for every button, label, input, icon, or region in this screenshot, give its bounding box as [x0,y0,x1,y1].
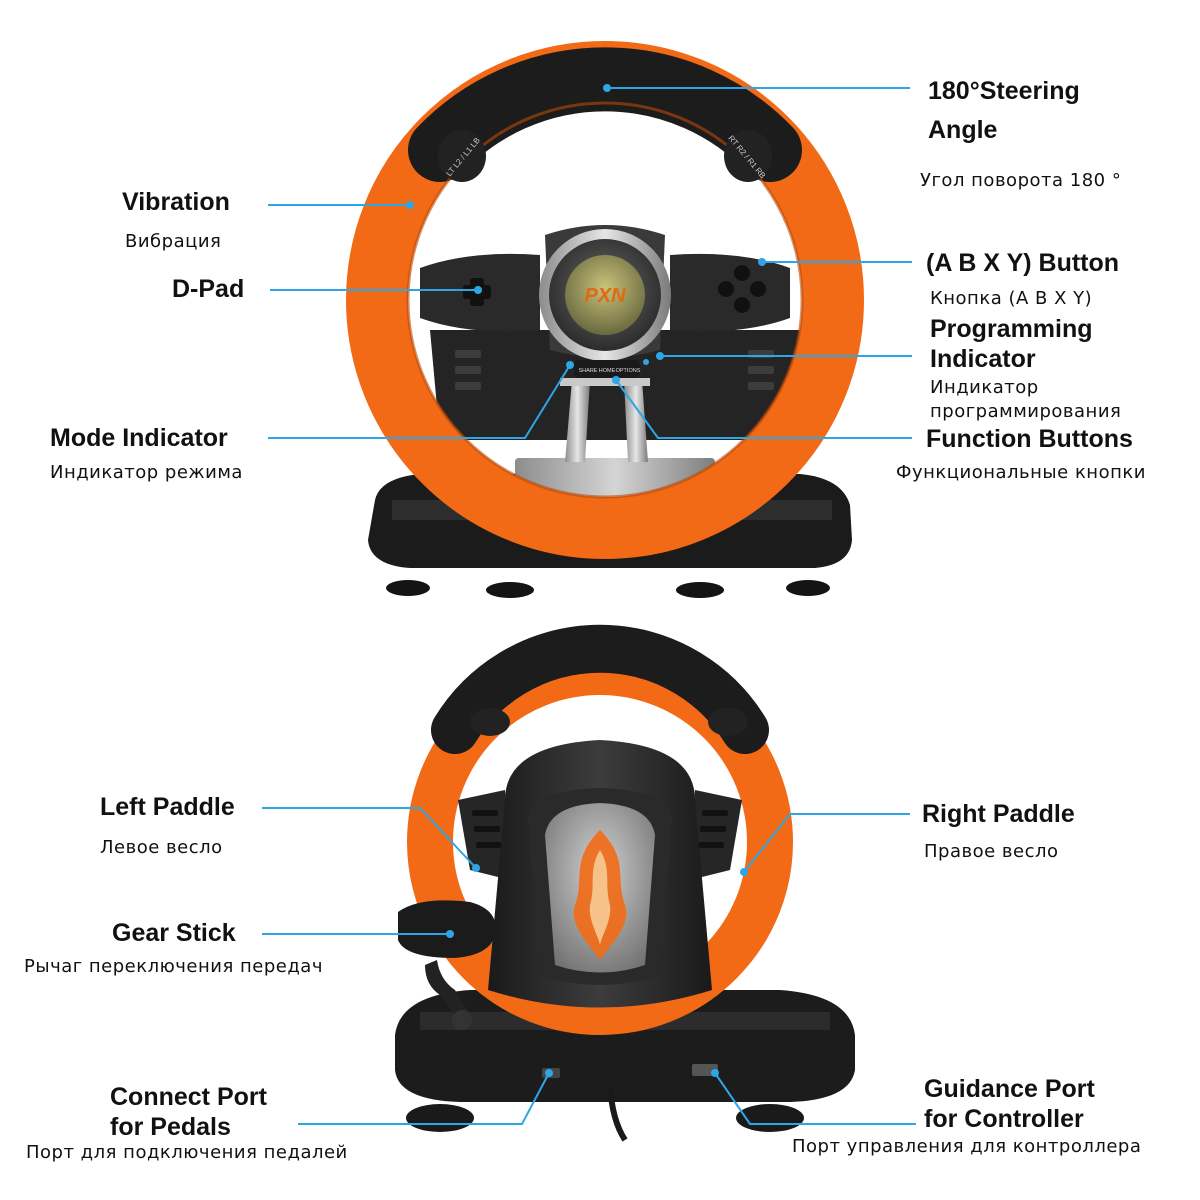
abxy-illustration [718,265,766,313]
vibration-ru: Вибрация [125,231,222,252]
left-paddle-label: Left Paddle [100,793,235,821]
abxy-ru: Кнопка (A B X Y) [930,288,1093,309]
left-paddle-ru: Левое весло [100,837,223,858]
right-paddle-label: Right Paddle [922,800,1075,828]
pedal-port-ru: Порт для подключения педалей [26,1142,348,1163]
mode-indicator-label: Mode Indicator [50,424,228,452]
steering-angle-label-line2: Angle [928,116,998,144]
vibration-label: Vibration [122,188,230,216]
options-text: OPTIONS [616,368,641,374]
programming-indicator-label-line2: Indicator [930,345,1036,373]
mode-indicator-ru: Индикатор режима [50,462,243,483]
pxn-logo-text: PXN [584,285,626,307]
programming-indicator-label: Programming [930,315,1093,343]
front-wheel-illustration: LT L2 / L1 LB RT R2 / R1 RB PXN SHARE HO… [346,41,864,598]
abxy-label: (A B X Y) Button [926,249,1120,277]
right-paddle-ru: Правое весло [924,841,1059,862]
function-buttons-label: Function Buttons [926,425,1133,453]
guidance-port-label: Guidance Port [924,1075,1095,1103]
d-pad-label: D-Pad [172,275,245,303]
steering-angle-label: 180°Steering [928,77,1080,105]
gear-stick-label: Gear Stick [112,919,236,947]
back-wheel-illustration [395,624,855,1142]
guidance-port-label-line2: for Controller [924,1105,1084,1133]
pedal-port-label: Connect Port [110,1083,267,1111]
gear-stick-ru: Рычаг переключения передач [24,956,323,977]
programming-indicator-ru-line2: программирования [930,401,1122,422]
pedal-port-label-line2: for Pedals [110,1113,231,1141]
guidance-port-ru: Порт управления для контроллера [792,1136,1142,1157]
programming-indicator-ru: Индикатор [930,377,1039,398]
steering-angle-ru: Угол поворота 180 ° [920,170,1122,191]
share-text: SHARE [579,368,598,374]
home-text: HOME [599,368,616,374]
function-buttons-ru: Функциональные кнопки [896,462,1146,483]
